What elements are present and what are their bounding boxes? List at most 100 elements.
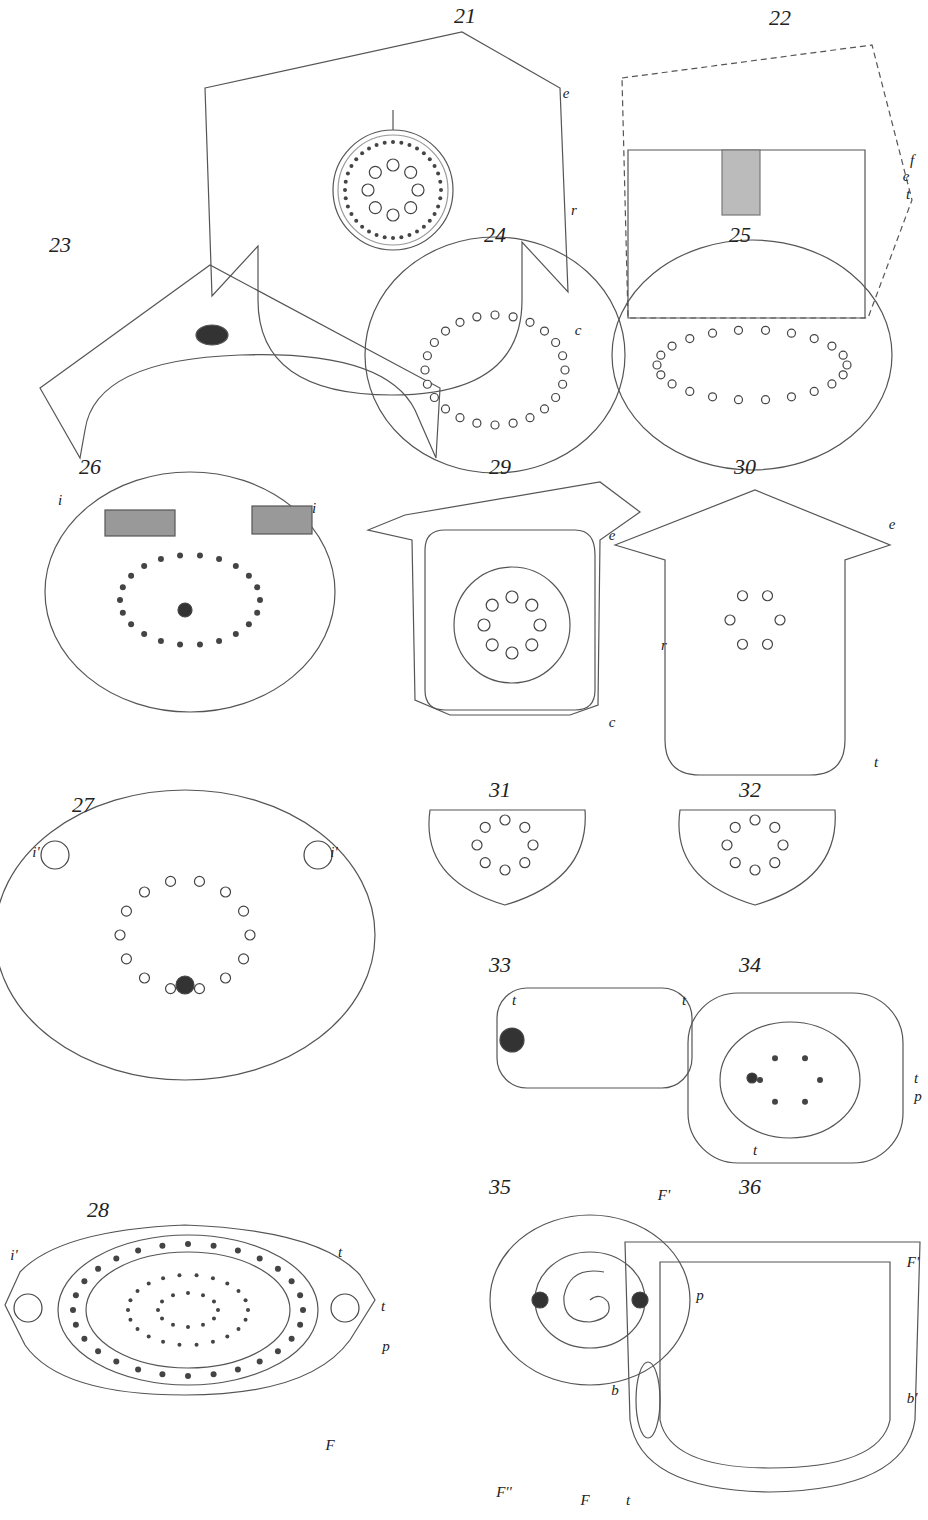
figure-dot [540,405,548,413]
figure-dot [177,1343,181,1347]
figure-dot [828,380,836,388]
part-letter: t [753,1143,757,1158]
figure-dot [383,235,387,239]
figure-dot [438,180,442,184]
figure-dot [561,366,569,374]
figure-dot [770,858,780,868]
figure-dot [763,591,773,601]
figure-dot [486,639,498,651]
figure-dot [734,396,742,404]
part-letter: p [914,1089,922,1104]
figure-dot [405,202,417,214]
figure-number: 23 [49,234,71,256]
figure-dot [235,1366,241,1372]
figure-dot [185,1373,191,1379]
figure-dot [344,180,348,184]
figure-dot [526,639,538,651]
figure-dot [657,351,665,359]
figure-dot [195,1343,199,1347]
figure-dot [161,1276,165,1280]
figure-dot [254,584,260,590]
figure-dot [95,1266,101,1272]
figure-dot [686,335,694,343]
figure-dot [257,1255,263,1261]
figure-ring [58,1235,318,1385]
figure-ring [338,135,448,245]
figure-dot [810,387,818,395]
figure-dot [343,188,347,192]
figure-dot [297,1322,303,1328]
figure-dot [506,591,518,603]
part-letter: t [626,1493,630,1508]
figure-dot [216,1308,220,1312]
figure-dot [141,563,147,569]
figure-dot [491,311,499,319]
figure-dot [115,930,125,940]
figure-dot [349,212,353,216]
figure-dot [117,597,123,603]
figure-dot [391,236,395,240]
figure-dot [239,906,249,916]
figure-dot [430,339,438,347]
figure-dot [211,1371,217,1377]
figure-dot [415,146,419,150]
part-letter: t [906,187,910,202]
figure-dot [762,396,770,404]
figure-dot [399,141,403,145]
figure-dot [387,159,399,171]
part-letter: r [661,638,667,653]
figure-dot [423,380,431,388]
figure-dot [436,172,440,176]
figure-outline [628,150,865,318]
figure-dot [147,1282,151,1286]
figure-number: 29 [489,456,511,478]
part-letter: t [338,1245,342,1260]
figure-dot [244,1298,248,1302]
figure-dot [763,639,773,649]
figure-dot [349,164,353,168]
figure-dot [686,387,694,395]
figure-dot [757,1077,763,1083]
figure-dot [423,352,431,360]
part-letter: c [609,715,616,730]
figure-dot [506,647,518,659]
figure-dot [375,233,379,237]
figure-ring [454,567,570,683]
figure-dot [216,638,222,644]
figure-dot [136,1327,140,1331]
figure-dot [559,352,567,360]
figure-dot [534,619,546,631]
figure-number: 26 [79,456,101,478]
figure-dot [428,157,432,161]
part-letter: c [575,323,582,338]
figure-dot [509,313,517,321]
figure-outline [429,810,585,905]
figure-dot [430,394,438,402]
figure-dot [136,1289,140,1293]
figure-dot [166,876,176,886]
figure-dot [194,876,204,886]
figure-dot [289,1336,295,1342]
figure-dot [828,342,836,350]
figure-dot [139,973,149,983]
part-letter: b' [907,1391,918,1406]
figure-number: 36 [739,1176,761,1198]
figure-dot [161,1340,165,1344]
figure-dot [762,326,770,334]
figure-dot [156,1308,160,1312]
figure-dot [405,166,417,178]
figure-dot [391,140,395,144]
figure-dot [480,858,490,868]
part-letter: r [571,203,577,218]
figure-number: 31 [489,779,511,801]
figure-dot [747,1073,757,1083]
figure-dot [433,164,437,168]
figure-dot [500,815,510,825]
figure-dot [360,151,364,155]
figure-dot [422,225,426,229]
figure-outline [679,810,835,905]
part-letter: i' [32,845,39,860]
figure-dot [552,339,560,347]
figure-dot [772,1099,778,1105]
